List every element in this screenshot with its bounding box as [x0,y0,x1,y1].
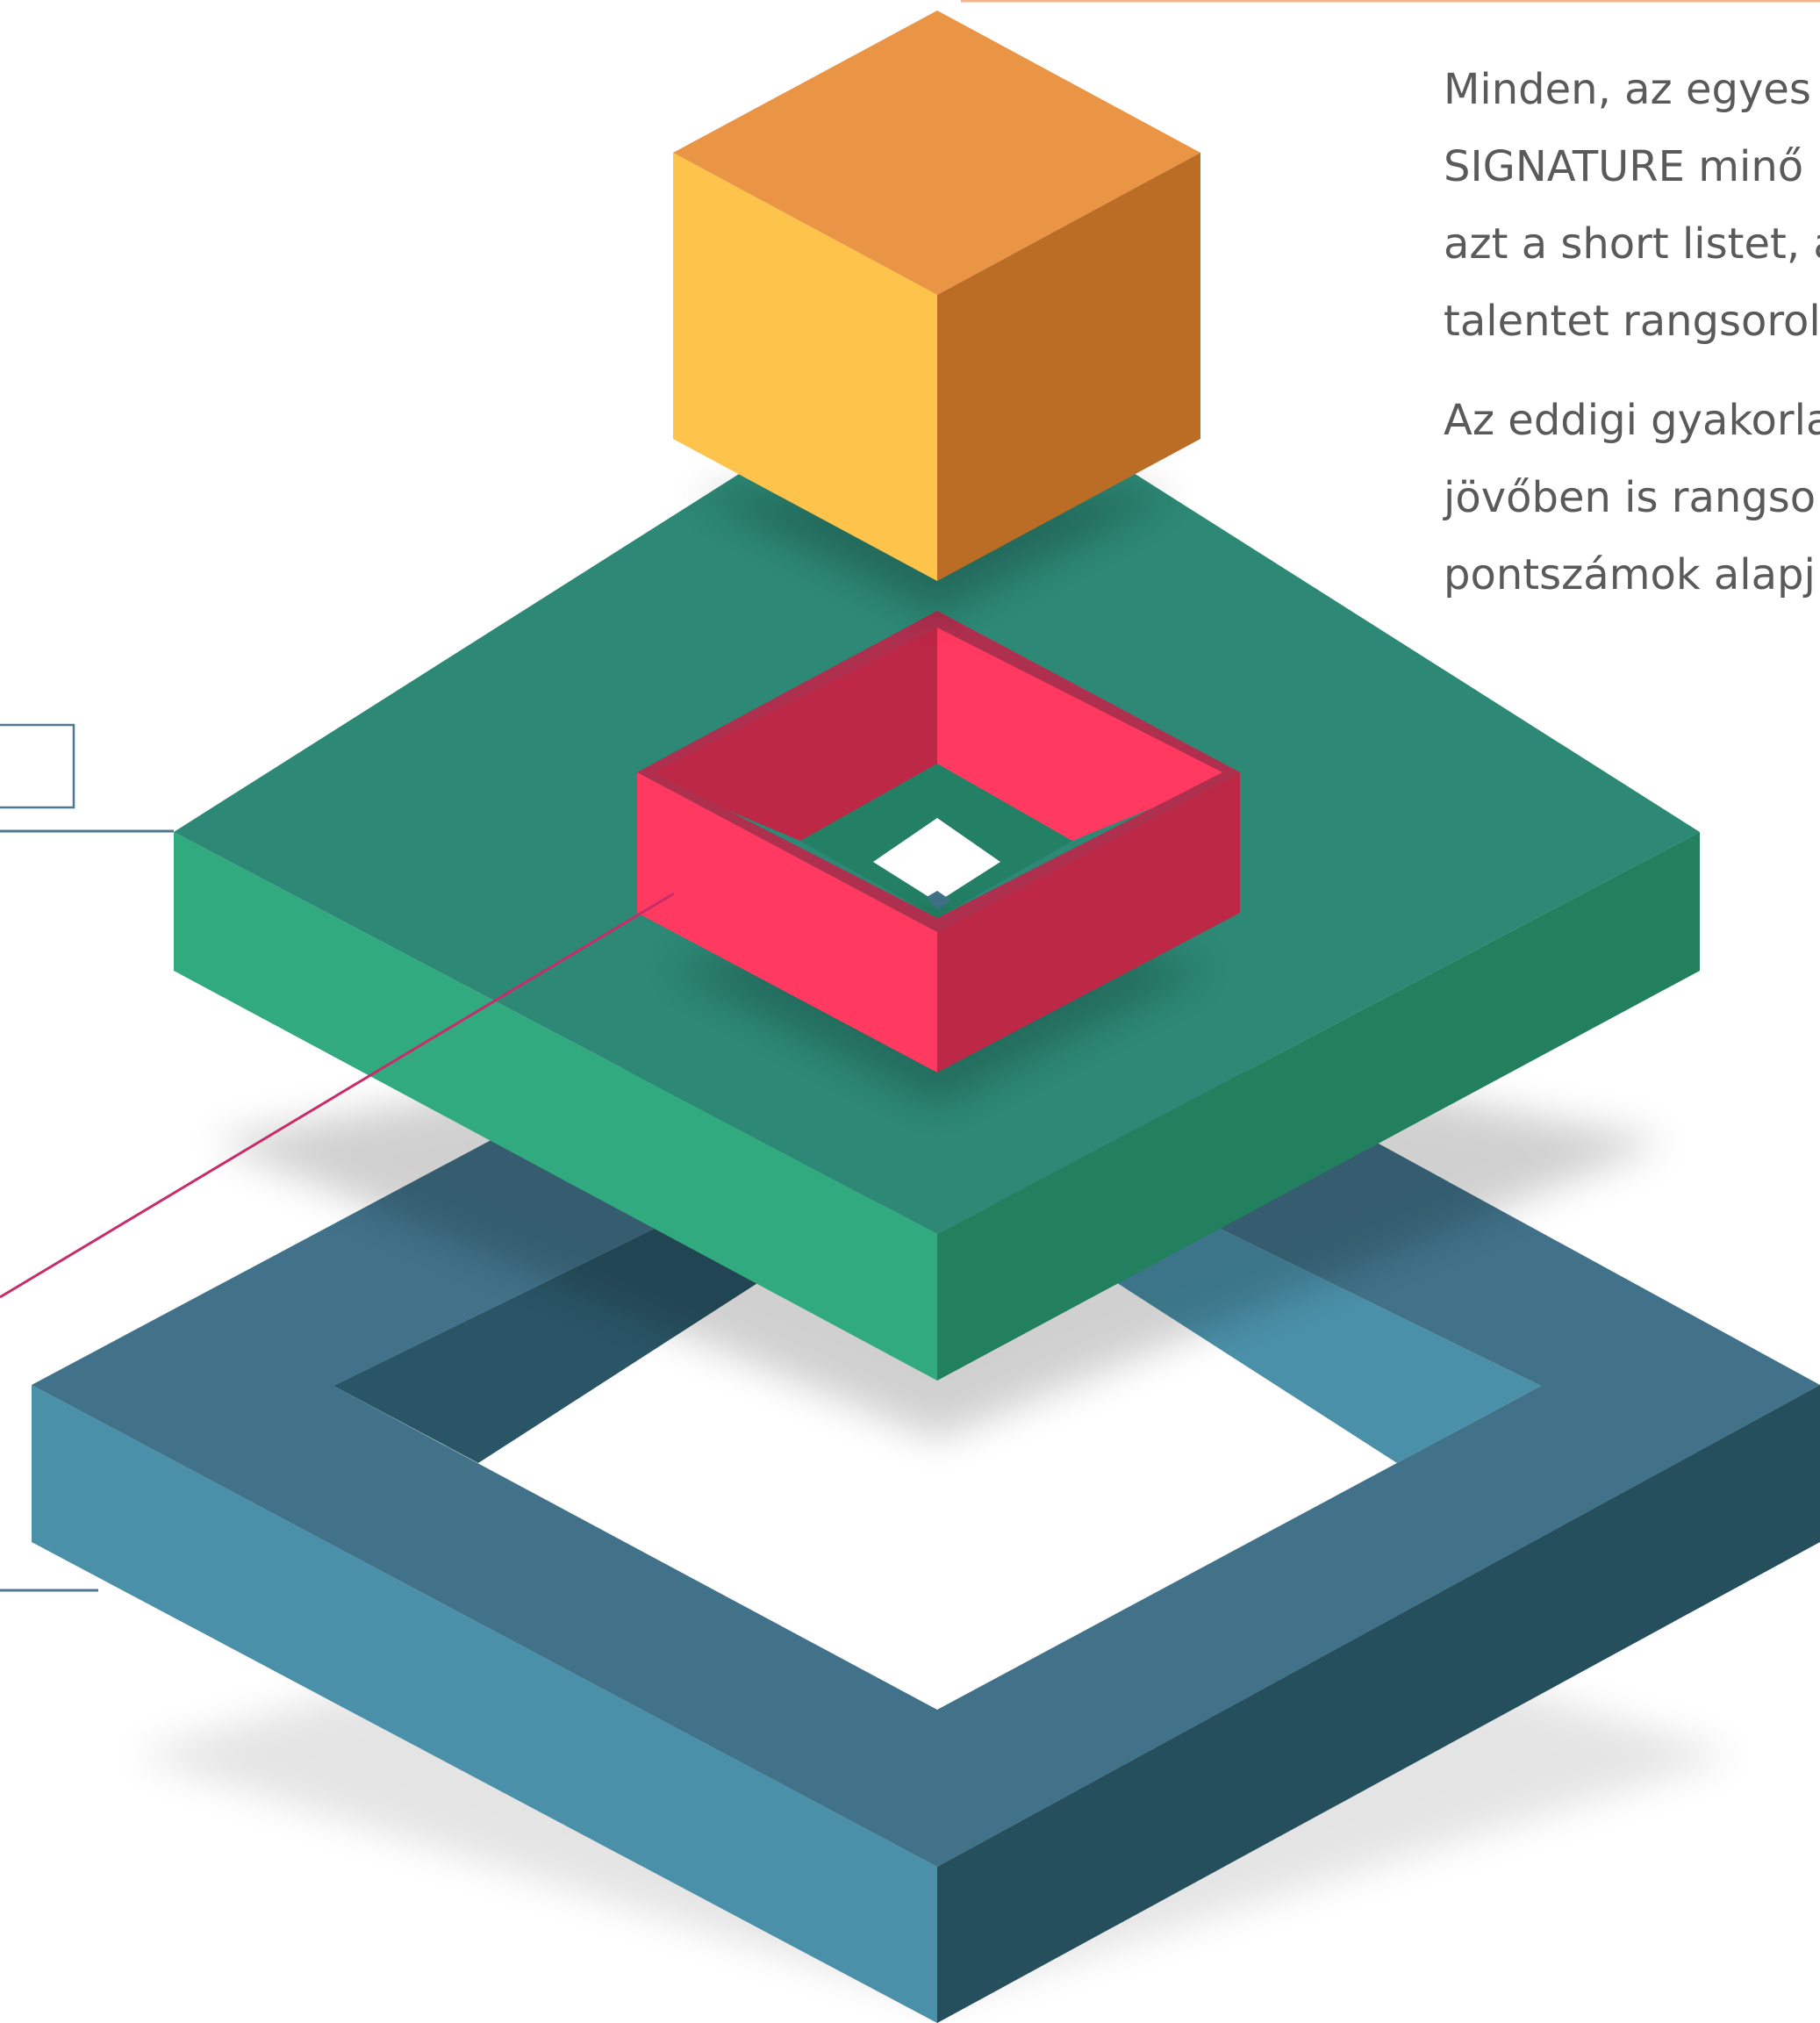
connector-line-red [0,892,675,1299]
paragraph-2: Az eddigi gyakorla jövőben is rangso pon… [1444,382,1820,613]
orange-cube-left [673,153,937,581]
text-line: SIGNATURE minő [1444,142,1804,191]
orange-cube-top [673,11,1200,295]
label-box-outline [0,723,75,809]
green-slab-hole-inner [873,818,1000,902]
orange-cube-right [937,153,1200,581]
red-box-layer [637,611,1240,1106]
description-text: Minden, az egyes SIGNATURE minő azt a sh… [1444,51,1820,613]
red-box-rim [637,611,1240,932]
text-line: talentet rangsorol [1444,297,1820,346]
red-box-back-left-wall [637,611,937,841]
orange-cube-layer [673,11,1200,614]
red-box-front-right-wall [937,772,1240,1072]
green-slab-right-side [937,832,1700,1381]
text-line: pontszámok alapj [1444,550,1816,599]
green-slab-left-side [174,832,937,1381]
text-line: jövőben is rangso [1444,473,1816,522]
blue-peek [927,891,951,909]
text-line: azt a short listet, a [1444,219,1820,269]
text-line: Az eddigi gyakorla [1444,396,1820,445]
text-line: Minden, az egyes [1444,65,1811,114]
red-box-back-right-wall [937,611,1240,841]
blue-frame-left-side [32,1385,937,2023]
green-slab-layer [174,348,1700,1439]
red-box-front-left-wall [637,772,937,1072]
paragraph-1: Minden, az egyes SIGNATURE minő azt a sh… [1444,51,1820,360]
blue-frame-right-side [937,1385,1820,2023]
